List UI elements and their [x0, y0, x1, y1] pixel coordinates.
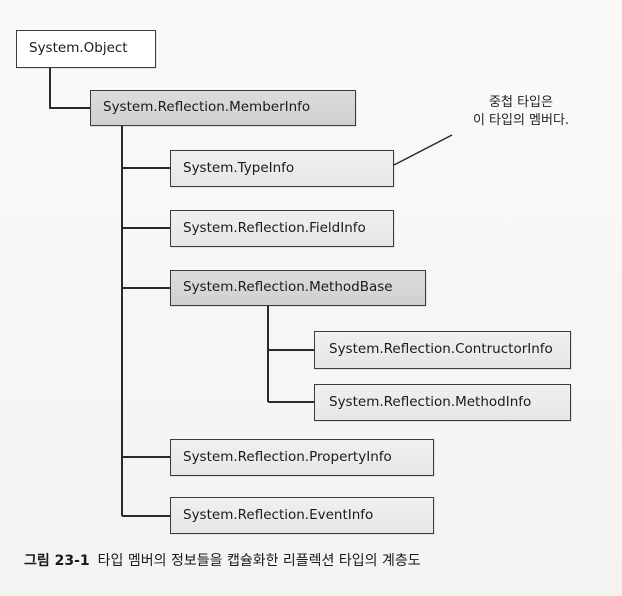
node-type-info-label: System.TypeInfo [183, 159, 295, 176]
node-member-info: System.Reflection.MemberInfo [90, 90, 356, 126]
node-type-info: System.TypeInfo [170, 150, 394, 187]
node-constructor-info: System.Reflection.ContructorInfo [314, 331, 571, 369]
node-method-base-label: System.Reflection.MethodBase [183, 279, 393, 296]
figure-caption: 그림 23-1 타입 멤버의 정보들을 캡슐화한 리플렉션 타입의 계층도 [24, 550, 421, 570]
node-system-object: System.Object [16, 30, 156, 68]
node-member-info-label: System.Reflection.MemberInfo [103, 99, 311, 116]
node-event-info: System.Reflection.EventInfo [170, 497, 434, 534]
node-method-base: System.Reflection.MethodBase [170, 270, 426, 306]
callout-pointer-line [393, 134, 453, 166]
callout-line-1: 중첩 타입은 [489, 95, 553, 110]
node-event-info-label: System.Reflection.EventInfo [183, 506, 374, 523]
node-property-info-label: System.Reflection.PropertyInfo [183, 448, 392, 465]
node-field-info-label: System.Reflection.FieldInfo [183, 219, 366, 236]
figure-number: 그림 23-1 [24, 553, 90, 569]
node-method-info: System.Reflection.MethodInfo [314, 384, 571, 421]
node-field-info: System.Reflection.FieldInfo [170, 210, 394, 247]
node-constructor-info-label: System.Reflection.ContructorInfo [329, 341, 553, 358]
node-method-info-label: System.Reflection.MethodInfo [329, 393, 532, 410]
figure-caption-text: 타입 멤버의 정보들을 캡슐화한 리플렉션 타입의 계층도 [97, 553, 421, 569]
nested-type-callout: 중첩 타입은 이 타입의 멤버다. [446, 94, 596, 129]
node-system-object-label: System.Object [29, 40, 128, 57]
callout-line-2: 이 타입의 멤버다. [472, 112, 570, 128]
node-property-info: System.Reflection.PropertyInfo [170, 439, 434, 476]
connector-object-memberinfo [49, 68, 90, 109]
